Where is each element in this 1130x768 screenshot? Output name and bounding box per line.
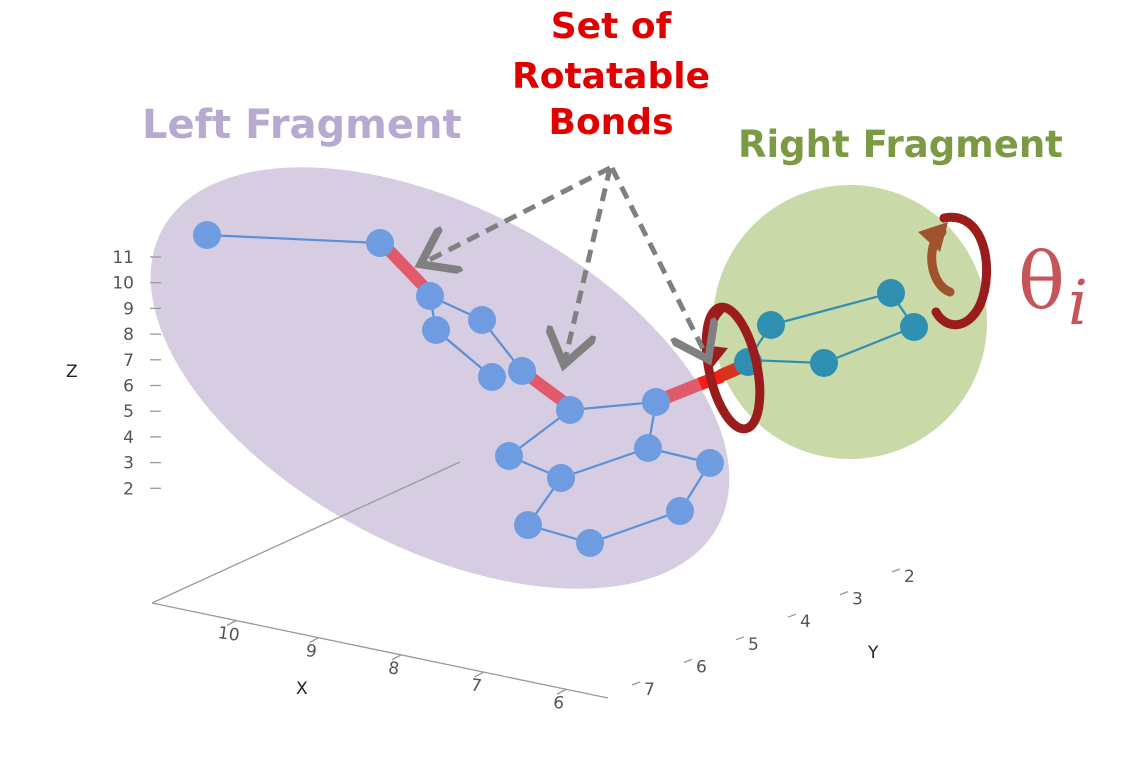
y-tick-label: 3 (852, 590, 863, 610)
pointer-arrow-2 (565, 167, 613, 360)
atom (508, 357, 536, 385)
theta-subscript: i (1068, 266, 1088, 339)
x-tick-mark (226, 619, 237, 627)
theta-symbol: θ (1018, 237, 1065, 327)
x-tick-label: 9 (304, 641, 318, 662)
atom (416, 282, 444, 310)
theta-rotation-arrow (918, 212, 991, 330)
right-fragment-label: Right Fragment (738, 123, 1063, 166)
z-tick-label: 9 (123, 299, 134, 319)
y-tick-mark (735, 636, 745, 641)
atom (366, 229, 394, 257)
atom (810, 349, 838, 377)
atom (422, 316, 450, 344)
left-atoms (193, 221, 724, 557)
atom (634, 434, 662, 462)
z-axis: Z 11 10 9 8 7 6 5 4 3 2 (66, 248, 161, 499)
atom (877, 279, 905, 307)
z-tick-label: 2 (123, 479, 134, 499)
z-tick-label: 3 (123, 454, 134, 474)
x-tick-label: 6 (552, 693, 566, 714)
y-tick-label: 7 (644, 680, 655, 700)
y-tick-mark (683, 658, 693, 664)
bond (206, 233, 381, 245)
z-tick-label: 6 (123, 377, 134, 397)
atom (757, 311, 785, 339)
atom (666, 497, 694, 525)
atom (900, 313, 928, 341)
z-tick-label: 7 (123, 351, 134, 371)
atom (468, 306, 496, 334)
pointer-arrow-3 (609, 166, 706, 355)
bonds-label-line2: Rotatable (512, 56, 710, 97)
z-tick-label: 10 (112, 274, 134, 294)
right-fragment-region (713, 185, 987, 459)
y-tick-label: 6 (696, 657, 707, 677)
y-tick-mark (787, 613, 797, 618)
theta-label: θ i (1018, 237, 1088, 339)
z-tick-label: 11 (112, 248, 134, 268)
z-axis-name: Z (66, 362, 78, 382)
x-tick-label: 10 (217, 623, 241, 646)
bond (823, 325, 915, 365)
y-axis-line (151, 461, 461, 604)
z-tick-label: 4 (123, 428, 134, 448)
theta-ring (931, 212, 991, 330)
z-tick-label: 8 (123, 325, 134, 345)
bond (770, 291, 892, 327)
x-axis-name: X (296, 679, 308, 699)
y-tick-label: 4 (800, 612, 811, 632)
bonds-label-line3: Bonds (549, 102, 674, 143)
rotatable-bonds-label: Set of Rotatable Bonds (512, 6, 710, 143)
x-tick-mark (391, 654, 402, 661)
bond (560, 446, 649, 480)
z-tick-label: 5 (123, 402, 134, 422)
y-axis-name: Y (867, 643, 879, 663)
bond (589, 509, 681, 545)
bond (569, 400, 657, 412)
axes (151, 461, 609, 699)
x-axis: X 10 9 8 7 6 (217, 619, 567, 714)
atom (514, 511, 542, 539)
pointer-arrows (425, 165, 706, 360)
atom (696, 449, 724, 477)
atom (642, 388, 670, 416)
x-tick-mark (309, 637, 319, 644)
atom (478, 363, 506, 391)
atom (193, 221, 221, 249)
y-tick-label: 2 (904, 567, 915, 587)
left-fragment-region (150, 167, 730, 589)
left-fragment-label: Left Fragment (142, 102, 462, 148)
atom (495, 442, 523, 470)
x-tick-label: 7 (469, 675, 483, 696)
y-tick-label: 5 (748, 635, 759, 655)
x-axis-line (151, 602, 609, 699)
pointer-arrow-1 (425, 165, 612, 262)
atom (556, 396, 584, 424)
x-tick-mark (474, 671, 484, 678)
x-tick-label: 8 (387, 658, 401, 679)
theta-arrowhead (918, 222, 948, 252)
y-tick-mark (839, 590, 849, 596)
x-tick-mark (556, 688, 567, 695)
bonds-label-line1: Set of (551, 6, 672, 47)
y-axis: Y 7 6 5 4 3 2 (631, 567, 915, 700)
y-tick-mark (891, 568, 901, 573)
y-tick-mark (631, 681, 641, 686)
atom (576, 529, 604, 557)
atom (547, 464, 575, 492)
